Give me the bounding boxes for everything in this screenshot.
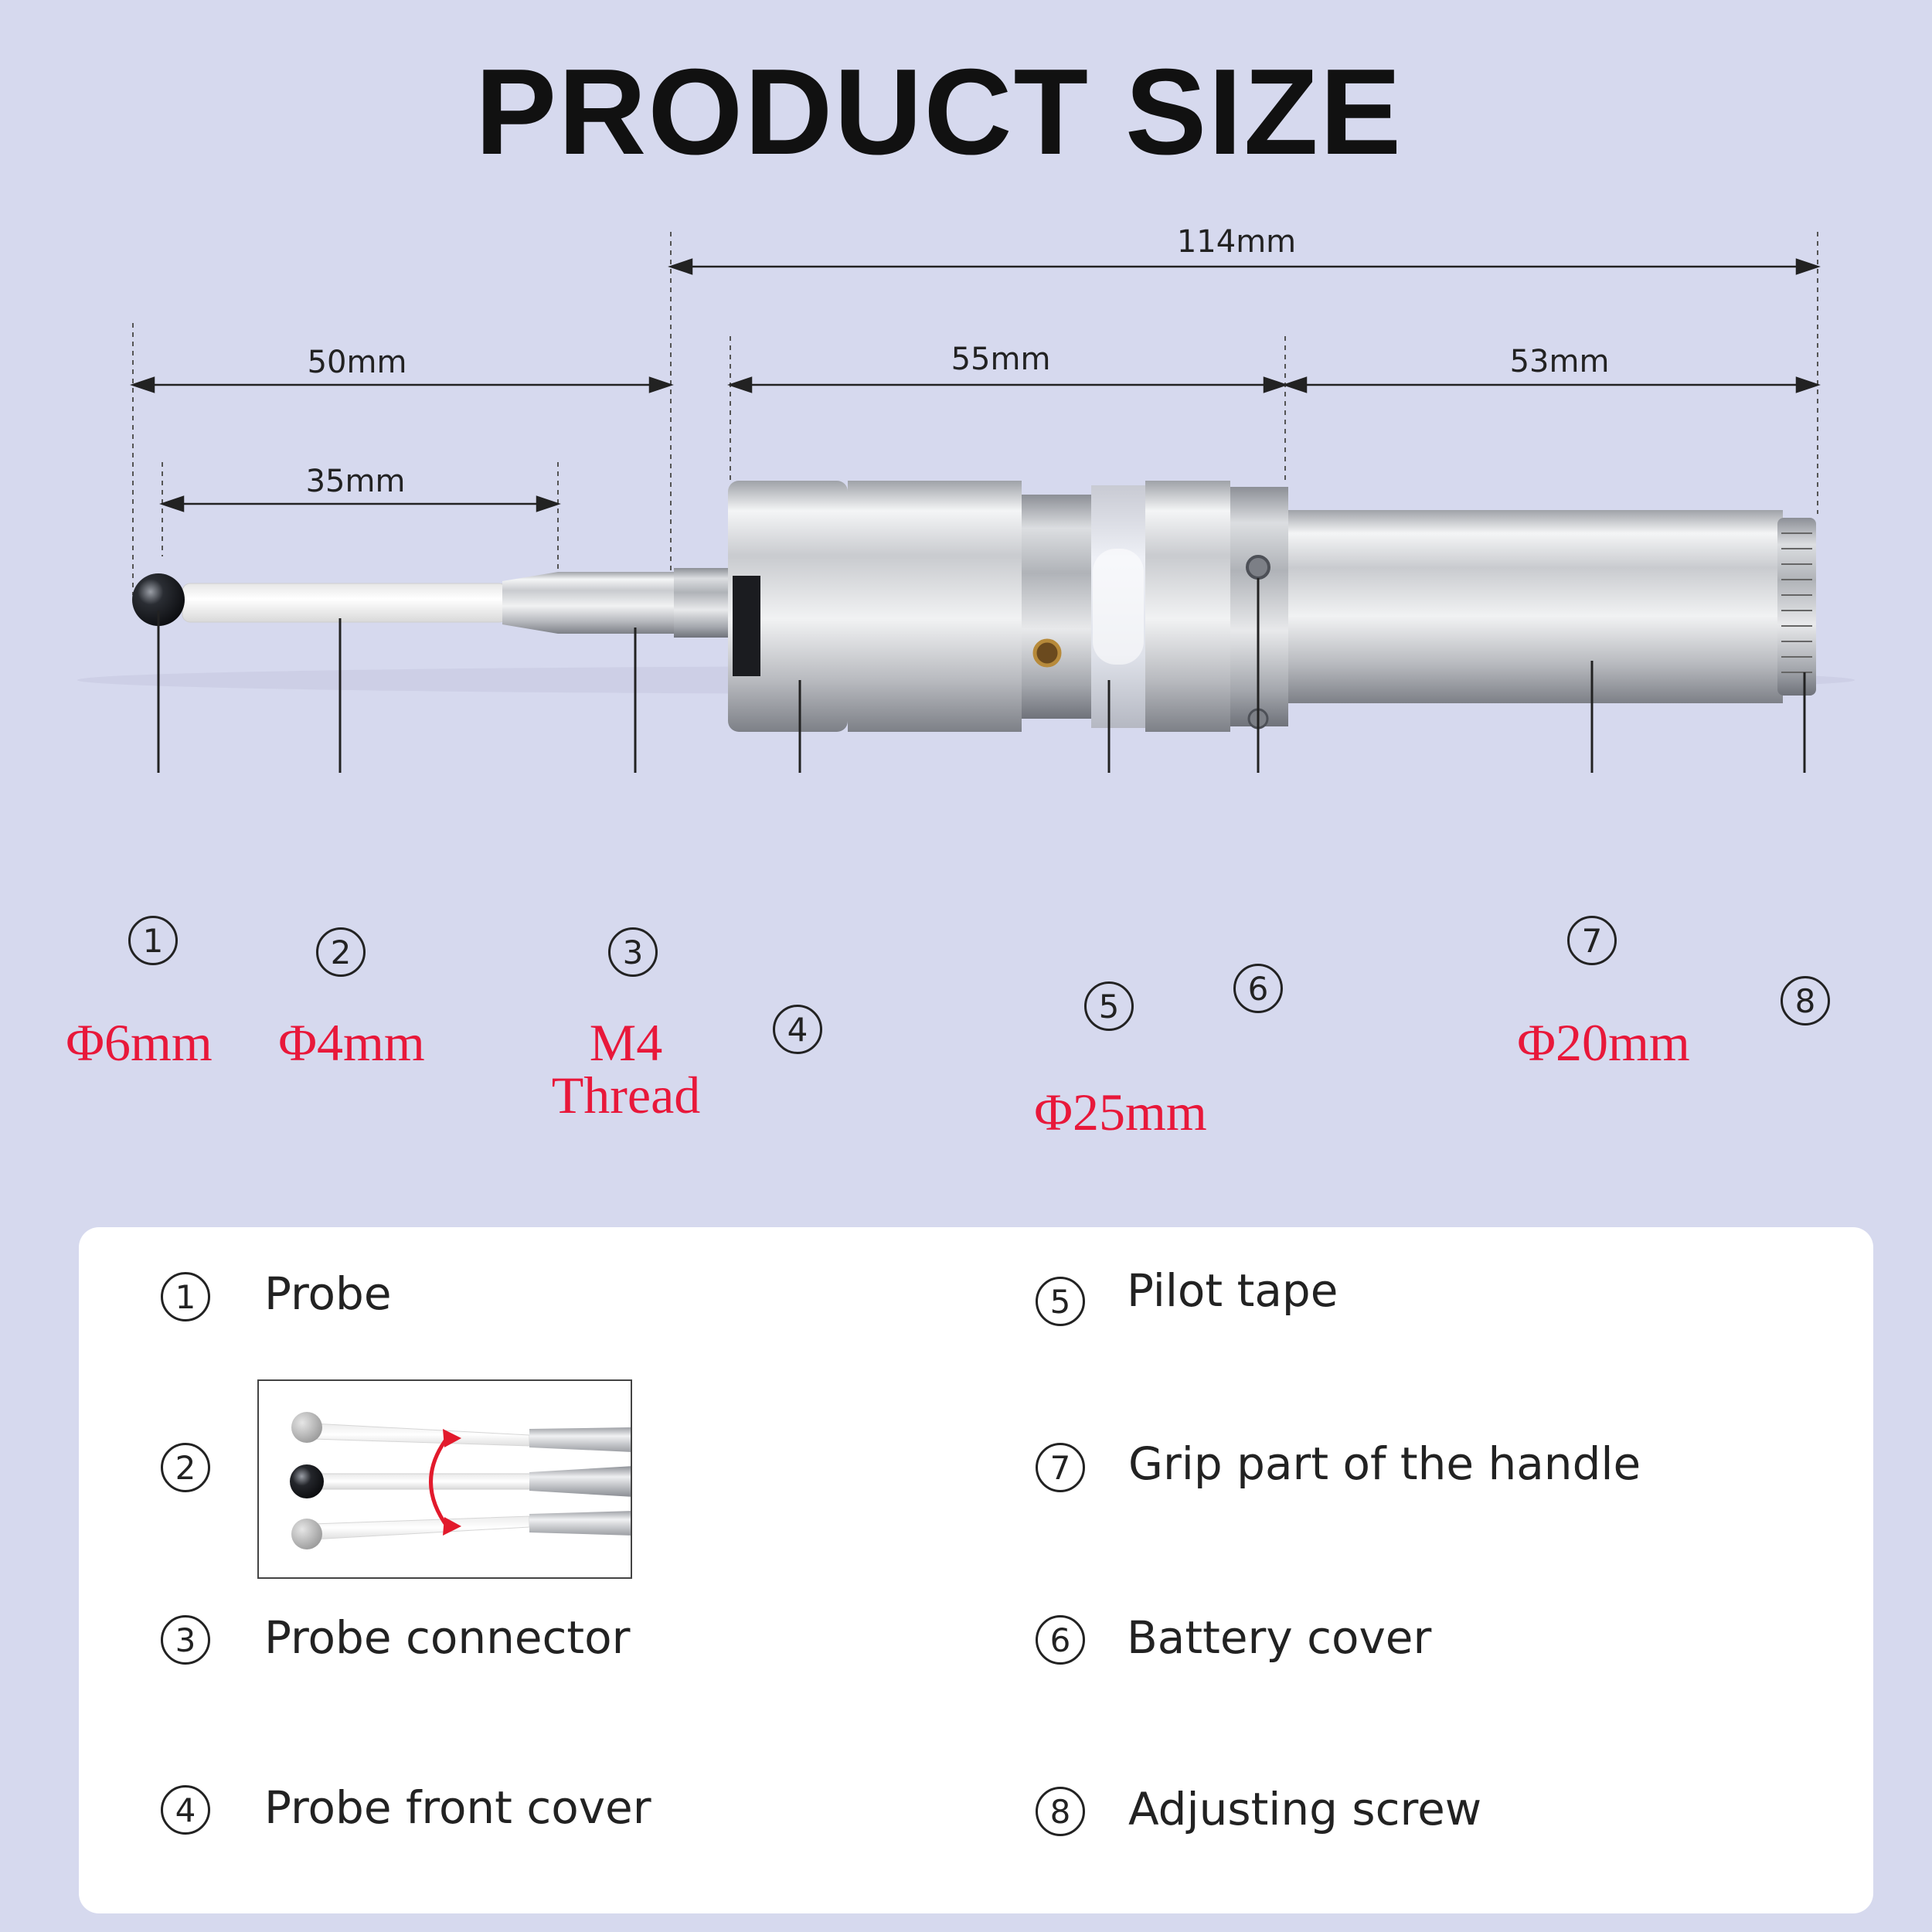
- legend-num-5: 5: [1036, 1277, 1085, 1326]
- callout-6: 6: [1233, 964, 1283, 1013]
- probe-drawing: [77, 232, 1855, 773]
- callout-1: 1: [128, 916, 178, 965]
- callout-2: 2: [316, 927, 366, 977]
- stylus-motion-inset: [257, 1379, 632, 1579]
- legend-num-1: 1: [161, 1272, 210, 1321]
- spec-handle-diameter: Φ20mm: [1517, 1013, 1690, 1072]
- callout-8: 8: [1781, 976, 1830, 1026]
- spec-thread: M4 Thread: [551, 1013, 701, 1124]
- spec-stem-diameter: Φ4mm: [278, 1013, 425, 1072]
- dim-stylus-label: 50mm: [307, 345, 407, 380]
- callout-4: 4: [773, 1005, 822, 1054]
- legend-num-6: 6: [1036, 1615, 1085, 1665]
- legend-grip-part: Grip part of the handle: [1128, 1437, 1641, 1490]
- legend-pilot-tape: Pilot tape: [1127, 1264, 1338, 1317]
- stylus-deflection-illustration: [290, 1412, 631, 1549]
- legend-num-2: 2: [161, 1443, 210, 1492]
- legend-probe: Probe: [264, 1267, 392, 1320]
- legend-battery-cover: Battery cover: [1127, 1611, 1432, 1664]
- legend-num-7: 7: [1036, 1443, 1085, 1492]
- legend-adjusting-screw: Adjusting screw: [1128, 1783, 1482, 1835]
- legend-num-8: 8: [1036, 1787, 1085, 1836]
- dim-handle-label: 53mm: [1509, 344, 1610, 379]
- legend-probe-front-cover: Probe front cover: [264, 1781, 651, 1834]
- legend-num-3: 3: [161, 1615, 210, 1665]
- callout-3: 3: [608, 927, 658, 977]
- legend-num-4: 4: [161, 1785, 210, 1835]
- dim-body-label: 55mm: [951, 342, 1051, 377]
- dim-stem-label: 35mm: [305, 464, 406, 499]
- legend-probe-connector: Probe connector: [264, 1611, 631, 1664]
- page-title: PRODUCT SIZE: [474, 44, 1403, 180]
- spec-body-diameter: Φ25mm: [1034, 1083, 1207, 1141]
- callout-7: 7: [1567, 916, 1617, 965]
- callout-5: 5: [1084, 981, 1134, 1031]
- dim-overall-label: 114mm: [1176, 224, 1297, 260]
- spec-ball-diameter: Φ6mm: [66, 1013, 213, 1072]
